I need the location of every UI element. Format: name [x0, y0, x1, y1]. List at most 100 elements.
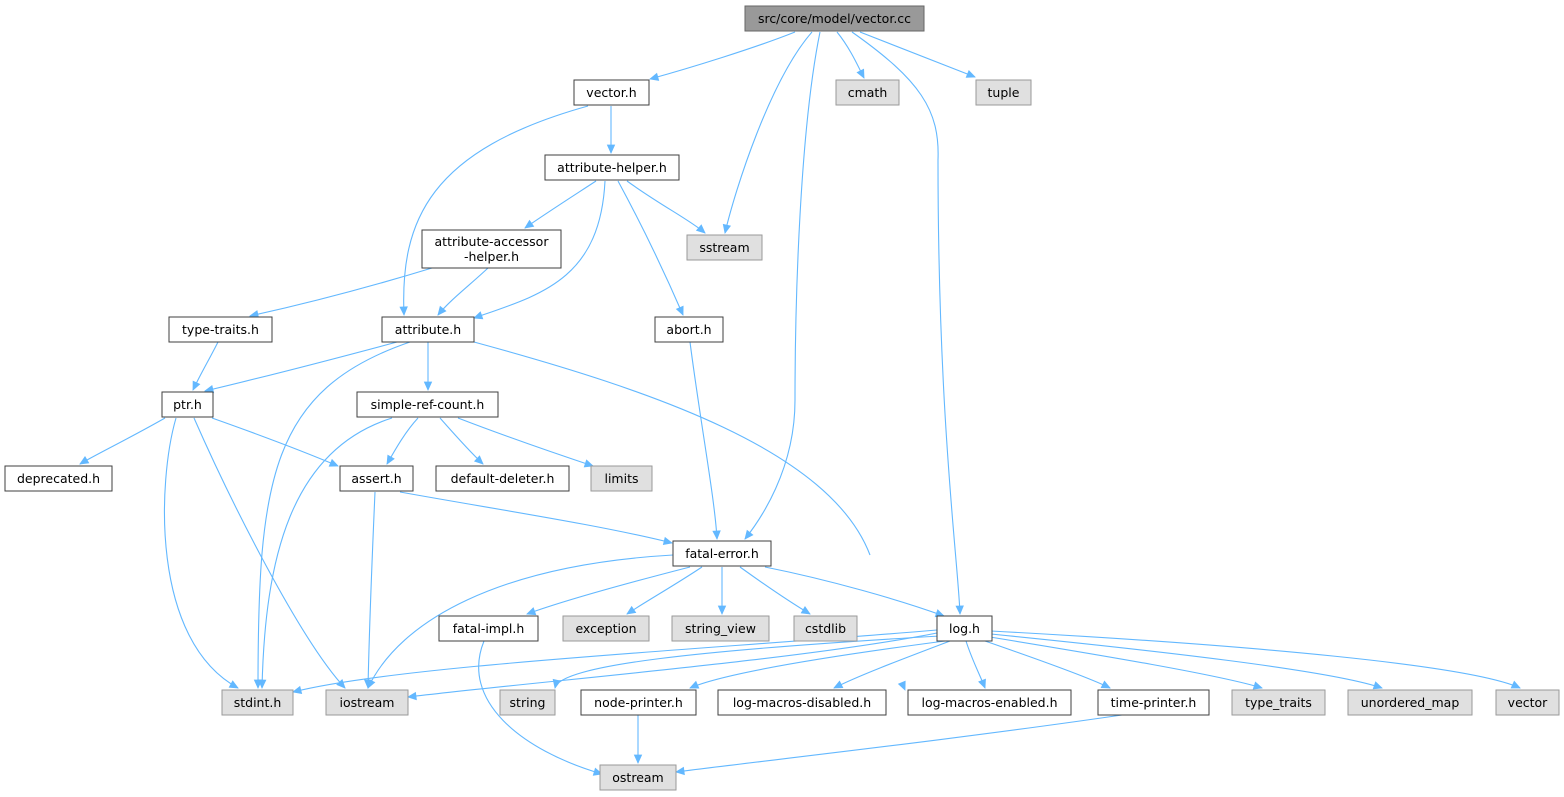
node-label: ptr.h — [173, 397, 202, 412]
node-ostream: ostream — [599, 764, 677, 791]
node-label: vector.h — [586, 85, 636, 100]
node-type-traits-h[interactable]: type-traits.h — [168, 316, 273, 343]
arrowhead — [606, 144, 616, 154]
edge-root-to-fatal_error_h — [744, 31, 821, 540]
node-label: string_view — [685, 621, 756, 636]
node-assert-h[interactable]: assert.h — [339, 465, 414, 492]
arrowhead — [717, 605, 727, 615]
node-abort-h[interactable]: abort.h — [654, 316, 724, 343]
node-label: assert.h — [351, 471, 401, 486]
node-tuple: tuple — [975, 79, 1032, 106]
edge-fatal_error_h-to-iostream — [367, 554, 674, 689]
arrowhead — [79, 456, 90, 465]
edge-log_h-to-log_macros_enabled_h — [965, 640, 986, 689]
edge-simple_ref_count_h-to-stdint_h — [257, 417, 393, 689]
arrowhead — [386, 454, 395, 465]
node-root: src/core/model/vector.cc — [744, 5, 925, 32]
node-cmath: cmath — [835, 79, 900, 106]
edge-log_h-to-type_traits — [989, 636, 1263, 690]
node-unordered-map: unordered_map — [1347, 689, 1473, 716]
edge-vector_h-to-attribute_helper_h — [606, 106, 616, 154]
node-label: deprecated.h — [17, 471, 100, 486]
node-label: tuple — [988, 85, 1020, 100]
edge-assert_h-to-iostream — [363, 491, 376, 689]
node-type-traits: type_traits — [1231, 689, 1326, 716]
node-label: type-traits.h — [182, 322, 259, 337]
node-label: string — [510, 695, 546, 710]
node-simple-ref-count-h[interactable]: simple-ref-count.h — [356, 391, 499, 418]
node-time-printer-h[interactable]: time-printer.h — [1097, 689, 1210, 716]
node-ptr-h[interactable]: ptr.h — [161, 391, 214, 418]
edge-assert_h-to-fatal_error_h — [399, 491, 673, 546]
arrowhead — [328, 458, 339, 467]
node-label: node-printer.h — [594, 695, 683, 710]
node-exception: exception — [562, 615, 650, 642]
node-label: cstdlib — [805, 621, 846, 636]
arrowhead — [1372, 681, 1383, 690]
arrowhead — [524, 219, 535, 229]
node-label: type_traits — [1245, 695, 1312, 710]
node-label: abort.h — [666, 322, 711, 337]
edge-fatal_error_h-to-string_view — [717, 567, 727, 615]
node-label: fatal-error.h — [685, 546, 759, 561]
arrowhead — [649, 72, 660, 81]
node-label: time-printer.h — [1111, 695, 1197, 710]
arrowhead — [722, 223, 732, 234]
node-limits: limits — [590, 465, 653, 492]
edge-simple_ref_count_h-to-assert_h — [386, 417, 419, 465]
node-sstream: sstream — [686, 234, 763, 261]
arrowhead — [228, 680, 239, 689]
arrowhead — [626, 605, 637, 615]
node-vector: vector — [1495, 689, 1560, 716]
arrowhead — [978, 678, 986, 689]
edge-log_h-to-log_macros_disabled_h — [833, 640, 951, 689]
edge-attribute_h-to-log_macros_enabled_h — [473, 341, 906, 691]
arrowhead — [257, 679, 267, 689]
node-string-view: string_view — [671, 615, 770, 642]
arrowhead — [965, 69, 976, 78]
node-layer: src/core/model/vector.cc vector.h cmath tup… — [4, 5, 1560, 791]
edge-node_printer_h-to-ostream — [633, 714, 643, 764]
node-label: cmath — [848, 85, 888, 100]
arrowhead — [399, 306, 408, 316]
node-fatal-impl-h[interactable]: fatal-impl.h — [438, 615, 539, 642]
arrowhead — [1252, 681, 1263, 690]
edge-vector_h-to-attribute_h — [399, 105, 589, 316]
node-label: src/core/model/vector.cc — [758, 11, 911, 26]
edge-root-to-sstream — [722, 31, 813, 234]
edge-root-to-cmath — [836, 31, 865, 79]
node-log-h[interactable]: log.h — [936, 615, 993, 642]
edge-fatal_error_h-to-log_h — [764, 566, 945, 618]
arrowhead — [407, 691, 417, 701]
node-label: limits — [604, 471, 638, 486]
node-label: log-macros-disabled.h — [733, 695, 871, 710]
node-stdint-h: stdint.h — [221, 689, 294, 716]
node-label: unordered_map — [1361, 695, 1460, 710]
node-deprecated-h[interactable]: deprecated.h — [4, 465, 113, 492]
edge-fatal_error_h-to-exception — [626, 566, 703, 615]
node-log-macros-enabled-h[interactable]: log-macros-enabled.h — [907, 689, 1072, 716]
node-label: stdint.h — [234, 695, 282, 710]
node-label: log.h — [949, 621, 980, 636]
arrowhead — [800, 606, 811, 615]
node-default-deleter-h[interactable]: default-deleter.h — [435, 465, 570, 492]
node-fatal-error-h[interactable]: fatal-error.h — [672, 540, 772, 567]
node-vector-h[interactable]: vector.h — [573, 79, 650, 106]
node-log-macros-disabled-h[interactable]: log-macros-disabled.h — [717, 689, 887, 716]
node-label: vector — [1508, 695, 1549, 710]
arrowhead — [367, 678, 376, 689]
node-node-printer-h[interactable]: node-printer.h — [580, 689, 697, 716]
node-label: sstream — [699, 240, 749, 255]
edge-log_h-to-vector — [990, 630, 1521, 689]
node-label: simple-ref-count.h — [371, 397, 485, 412]
edge-ptr_h-to-iostream — [193, 417, 346, 689]
edge-ptr_h-to-assert_h — [211, 417, 339, 467]
node-label: fatal-impl.h — [453, 621, 525, 636]
arrowhead — [292, 685, 303, 695]
edge-accessor_helper_h-to-attribute_h — [437, 267, 489, 316]
node-attribute-h[interactable]: attribute.h — [381, 316, 475, 343]
arrowhead — [744, 529, 754, 540]
node-attribute-helper-h[interactable]: attribute-helper.h — [544, 154, 680, 181]
node-accessor-helper-h[interactable]: attribute-accessor-helper.h — [421, 229, 562, 269]
arrowhead — [437, 305, 447, 316]
